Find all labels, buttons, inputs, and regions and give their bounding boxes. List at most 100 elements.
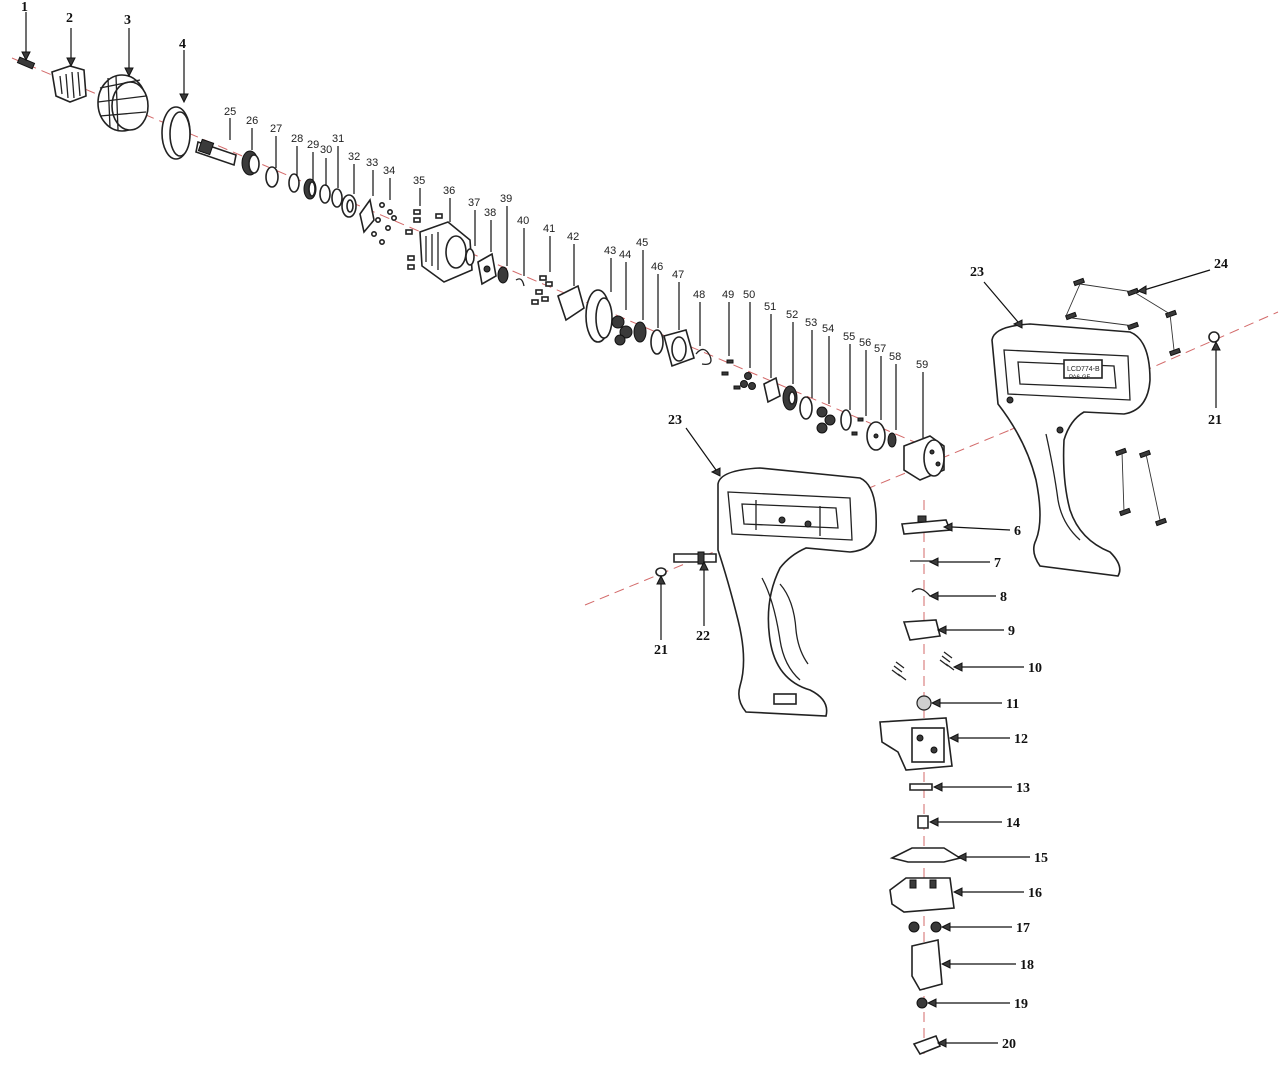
label-14: 14 bbox=[1006, 816, 1020, 831]
label-50: 50 bbox=[743, 289, 755, 301]
label-59: 59 bbox=[916, 359, 928, 371]
label-21-left: 21 bbox=[654, 643, 668, 658]
label-29: 29 bbox=[307, 139, 319, 151]
label-19: 19 bbox=[1014, 997, 1028, 1012]
label-18: 18 bbox=[1020, 958, 1034, 973]
label-30: 30 bbox=[320, 144, 332, 156]
part-27-washer bbox=[265, 166, 279, 188]
label-28: 28 bbox=[291, 133, 303, 145]
part-19-nut bbox=[916, 997, 928, 1009]
label-16: 16 bbox=[1028, 886, 1042, 901]
label-36: 36 bbox=[443, 185, 455, 197]
part-20-clip bbox=[912, 1034, 942, 1055]
part-41-pins bbox=[531, 275, 553, 305]
part-46-washer bbox=[650, 329, 664, 355]
part-39-gear bbox=[497, 266, 509, 284]
label-53: 53 bbox=[805, 317, 817, 329]
callout-labels: 1 2 3 4 25 26 27 28 29 30 31 32 33 34 35… bbox=[21, 0, 1228, 1052]
label-12: 12 bbox=[1014, 732, 1028, 747]
label-7: 7 bbox=[994, 556, 1001, 571]
part-55-washer bbox=[840, 409, 852, 431]
housing-screws bbox=[1064, 277, 1182, 527]
switch-assembly bbox=[879, 515, 963, 1055]
label-49: 49 bbox=[722, 289, 734, 301]
label-10: 10 bbox=[1028, 661, 1042, 676]
part-30-washer bbox=[319, 184, 331, 204]
label-46: 46 bbox=[651, 261, 663, 273]
label-2: 2 bbox=[66, 11, 73, 26]
label-47: 47 bbox=[672, 269, 684, 281]
part-25-spindle bbox=[195, 138, 237, 167]
label-56: 56 bbox=[859, 337, 871, 349]
housing-model-text: LCD774-B bbox=[1067, 366, 1100, 373]
part-59-motor bbox=[903, 435, 945, 481]
part-4-ring bbox=[161, 106, 191, 160]
label-1: 1 bbox=[21, 0, 28, 15]
part-16-battery-terminal bbox=[889, 877, 955, 913]
part-47-ring bbox=[663, 329, 695, 368]
label-48: 48 bbox=[693, 289, 705, 301]
part-14-screw bbox=[917, 815, 929, 829]
label-43: 43 bbox=[604, 245, 616, 257]
label-57: 57 bbox=[874, 343, 886, 355]
housing-material-text: PA6-GF bbox=[1069, 375, 1091, 381]
label-54: 54 bbox=[822, 323, 834, 335]
label-44: 44 bbox=[619, 249, 631, 261]
part-49-pins bbox=[721, 359, 741, 390]
part-40-clip bbox=[515, 278, 525, 287]
label-32: 32 bbox=[348, 151, 360, 163]
part-28-circlip bbox=[288, 173, 300, 193]
label-8: 8 bbox=[1000, 590, 1007, 605]
label-15: 15 bbox=[1034, 851, 1048, 866]
part-44-planet-gears bbox=[611, 315, 633, 346]
label-52: 52 bbox=[786, 309, 798, 321]
main-axis bbox=[11, 57, 946, 456]
part-38-carrier bbox=[477, 252, 497, 286]
part-15-mount-plate bbox=[889, 847, 963, 863]
part-58-pinion bbox=[887, 432, 897, 448]
label-26: 26 bbox=[246, 115, 258, 127]
part-13-screw bbox=[909, 783, 933, 791]
part-3-clutch-collar bbox=[97, 74, 149, 132]
part-26-gear bbox=[241, 150, 260, 176]
part-33-plate bbox=[359, 198, 375, 234]
label-20: 20 bbox=[1002, 1037, 1016, 1052]
part-12-trigger-switch bbox=[879, 717, 953, 771]
part-2-chuck bbox=[51, 65, 87, 103]
part-32-flat-washer bbox=[341, 194, 357, 218]
part-37-circlip bbox=[465, 248, 475, 266]
part-53-washer bbox=[799, 396, 813, 420]
part-18-belt-clip bbox=[911, 939, 943, 991]
part-35-pins bbox=[405, 209, 443, 270]
part-21-stop-pin-left bbox=[655, 567, 667, 577]
label-9: 9 bbox=[1008, 624, 1015, 639]
part-51-carrier bbox=[763, 376, 781, 404]
label-21-right: 21 bbox=[1208, 413, 1222, 428]
part-21-stop-pin-right bbox=[1208, 331, 1220, 343]
part-17-nuts bbox=[908, 921, 942, 933]
part-56-screws bbox=[851, 417, 864, 436]
label-41: 41 bbox=[543, 223, 555, 235]
label-25: 25 bbox=[224, 106, 236, 118]
part-57-motor-plate bbox=[866, 421, 886, 451]
part-34-balls bbox=[370, 202, 397, 246]
label-4: 4 bbox=[179, 37, 186, 52]
label-6: 6 bbox=[1014, 524, 1021, 539]
part-54-planet-gears bbox=[816, 406, 836, 434]
part-29-spring bbox=[303, 178, 317, 200]
part-8-wire-spring bbox=[911, 588, 931, 597]
label-51: 51 bbox=[764, 301, 776, 313]
label-13: 13 bbox=[1016, 781, 1030, 796]
label-33: 33 bbox=[366, 157, 378, 169]
part-42-plate bbox=[557, 284, 585, 322]
label-58: 58 bbox=[889, 351, 901, 363]
label-11: 11 bbox=[1006, 697, 1019, 712]
label-55: 55 bbox=[843, 331, 855, 343]
part-50-gear bbox=[740, 372, 756, 390]
label-22: 22 bbox=[696, 629, 710, 644]
label-27: 27 bbox=[270, 123, 282, 135]
part-45-carrier bbox=[633, 321, 647, 343]
housing-left-half bbox=[717, 467, 877, 717]
label-24: 24 bbox=[1214, 257, 1228, 272]
